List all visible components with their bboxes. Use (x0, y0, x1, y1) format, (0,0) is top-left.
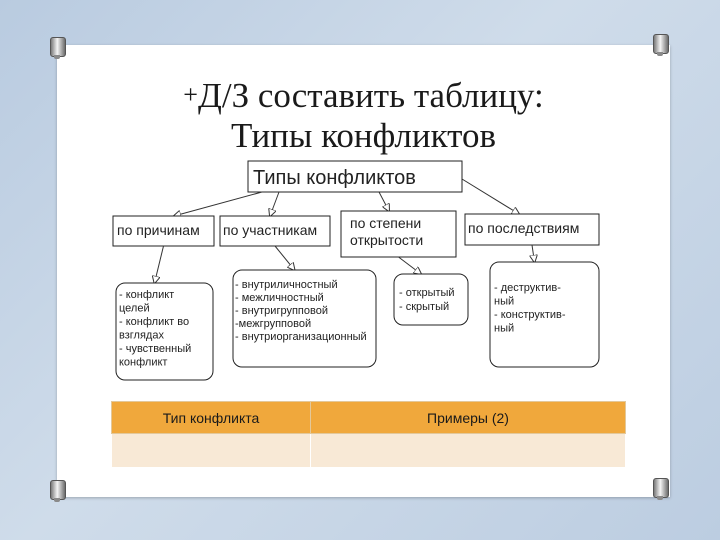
item-text: -межгрупповой (235, 318, 311, 330)
slide-title: +Д/З составить таблицу: Типы конфликтов (57, 75, 670, 156)
category-label: по причинам (117, 222, 200, 238)
item-text: - внутриорганизационный (235, 331, 367, 343)
item-text: - конструктив- (494, 309, 566, 321)
item-text: - внутригрупповой (235, 305, 328, 317)
table-row (111, 433, 626, 468)
connector-arrow (398, 256, 422, 274)
items-box (393, 273, 469, 326)
category-label: по участникам (223, 222, 317, 238)
connector-arrow (378, 191, 389, 211)
root-node-label: Типы конфликтов (253, 167, 416, 189)
connector-arrow (461, 178, 519, 214)
connector-arrow (174, 191, 263, 216)
title-bullet: + (183, 80, 198, 109)
category-label: открытости (350, 232, 423, 248)
table-cell[interactable] (111, 433, 311, 468)
item-text: - конфликт (119, 289, 174, 301)
items-box (489, 261, 600, 368)
category-box (340, 210, 457, 258)
connector-arrow (532, 244, 535, 262)
slide-card: +Д/З составить таблицу: Типы конфликтов … (57, 45, 670, 497)
item-text: целей (119, 303, 150, 315)
table-header-row: Тип конфликта Примеры (2) (111, 401, 626, 434)
connector-arrow (270, 191, 280, 216)
title-line-2: Типы конфликтов (230, 116, 497, 155)
item-text: конфликт (119, 357, 167, 369)
header-examples: Примеры (2) (310, 401, 626, 434)
connector-arrow (274, 245, 295, 270)
category-box (219, 215, 331, 247)
table-cell[interactable] (310, 433, 626, 468)
pushpin-icon (653, 34, 669, 56)
item-text: - открытый (399, 287, 455, 299)
item-text: - конфликт во (119, 316, 189, 328)
item-text: - внутриличностный (235, 279, 338, 291)
title-line-1: Д/З составить таблицу: (197, 76, 544, 115)
category-label: по степени (350, 215, 421, 231)
item-text: - межличностный (235, 292, 324, 304)
category-box (112, 215, 215, 247)
item-text: ный (494, 323, 514, 335)
items-box (232, 269, 377, 368)
pushpin-icon (653, 478, 669, 500)
conflict-types-diagram: Типы конфликтов по причинам - конфликт целе… (112, 160, 600, 381)
header-conflict-type: Тип конфликта (111, 401, 311, 434)
item-text: взглядах (119, 330, 164, 342)
item-text: - скрытый (399, 301, 449, 313)
pushpin-icon (50, 37, 66, 59)
conflict-table: Тип конфликта Примеры (2) (111, 401, 626, 468)
category-label: по последствиям (468, 220, 579, 236)
root-node-box (247, 160, 463, 193)
category-box (464, 213, 600, 246)
item-text: - деструктив- (494, 282, 561, 294)
item-text: ный (494, 296, 514, 308)
item-text: - чувственный (119, 343, 191, 355)
pushpin-icon (50, 480, 66, 502)
items-box (115, 282, 214, 381)
connector-arrow (155, 245, 164, 283)
